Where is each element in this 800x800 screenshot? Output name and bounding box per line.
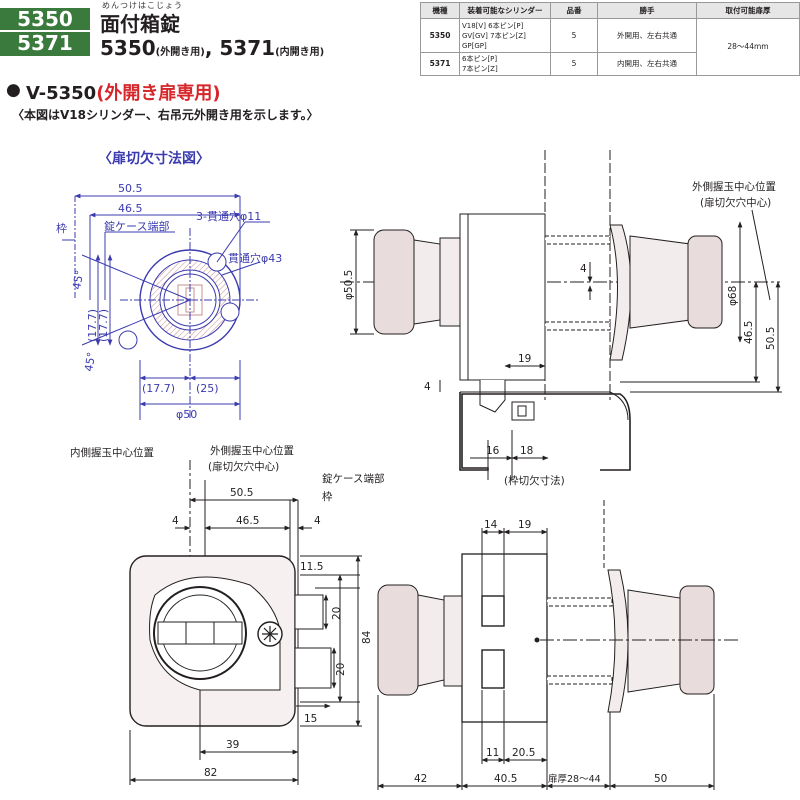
- cutout-title: 〈扉切欠寸法図〉: [98, 151, 210, 167]
- section-usage: (外開き扉専用): [96, 83, 221, 104]
- side-label-frame-cutout: (枠切欠寸法): [504, 474, 565, 487]
- profile-door-thickness: 扉厚28～44: [548, 773, 601, 785]
- profile-dim-42: 42: [414, 773, 427, 785]
- side-dim-16: 16: [486, 445, 500, 457]
- cutout-dim-50-5: 50.5: [118, 182, 143, 195]
- model-code-5350: 5350: [0, 8, 90, 30]
- side-dim-phi68: φ68: [727, 286, 739, 306]
- front-label-case-end: 錠ケース端部: [322, 472, 384, 485]
- table-row: 5371 6本ピン[P] 7本ピン[Z] 5 内開用、左右共通: [420, 52, 800, 76]
- spec-cell-hinban: 5: [550, 18, 598, 53]
- cutout-diagram: [62, 193, 270, 420]
- product-models: 5350(外開き用), 5371(内開き用): [100, 36, 324, 60]
- side-diagram: [340, 150, 782, 480]
- table-row: 5350 V18[V] 6本ピン[P] GV[GV] 7本ピン[Z] GP[GP…: [420, 18, 800, 76]
- model-a-note: (外開き用): [155, 47, 205, 58]
- cutout-dim-17-7-inner: (17.7): [97, 309, 110, 342]
- profile-dim-50: 50: [654, 773, 667, 785]
- front-dim-15: 15: [304, 713, 317, 725]
- side-label-cutout-hole-center: (扉切欠穴中心): [700, 196, 771, 209]
- front-dim-4-right: 4: [314, 515, 321, 527]
- spec-col-hand: 勝手: [597, 2, 697, 19]
- model-a: 5350: [100, 36, 156, 60]
- front-diagram: [129, 460, 362, 785]
- spec-cell-model: 5371: [420, 52, 460, 76]
- model-separator: ,: [204, 36, 213, 60]
- side-dim-4: 4: [580, 263, 587, 275]
- side-dim-phi50-5: φ50.5: [343, 270, 355, 300]
- front-dim-50-5: 50.5: [230, 487, 253, 499]
- cutout-label-hole-11: 3-貫通穴φ11: [196, 209, 261, 223]
- product-name: 面付箱錠: [100, 12, 180, 36]
- section-note: 〈本図はV18シリンダー、右吊元外開き用を示します。〉: [12, 108, 319, 122]
- spec-cell-model: 5350: [420, 18, 460, 53]
- front-label-outer-knob-center: 外側握玉中心位置: [210, 444, 294, 457]
- section-bullet: ●: [6, 80, 21, 100]
- cutout-label-waku: 枠: [56, 221, 67, 235]
- front-dim-4-left: 4: [172, 515, 179, 527]
- side-dim-50-5: 50.5: [765, 327, 777, 350]
- spec-cell-hinban: 5: [550, 52, 598, 76]
- profile-diagram: [377, 500, 740, 790]
- front-label-waku: 枠: [322, 490, 333, 503]
- profile-dim-19: 19: [518, 519, 531, 531]
- front-dim-20-bottom: 20: [335, 663, 347, 676]
- model-code-5371: 5371: [0, 32, 90, 56]
- cutout-label-hole-43: 貫通穴φ43: [228, 251, 282, 265]
- cutout-dim-46-5: 46.5: [118, 202, 143, 215]
- profile-dim-11: 11: [486, 747, 499, 759]
- side-dim-4-bottom: 4: [424, 381, 431, 393]
- side-dim-18: 18: [520, 445, 533, 457]
- cutout-label-case-end: 錠ケース端部: [104, 219, 169, 233]
- front-dim-39: 39: [226, 739, 239, 751]
- product-ruby: めんつけはこじょう: [102, 1, 183, 10]
- cutout-dim-17-7-outer: (17.7): [86, 309, 99, 342]
- spec-col-model: 機種: [420, 2, 460, 19]
- spec-table: 機種 装着可能なシリンダー 品番 勝手 取付可能扉厚 5350 V18[V] 6…: [420, 2, 800, 76]
- front-dim-20-top: 20: [331, 607, 343, 620]
- front-dim-82: 82: [204, 767, 217, 779]
- cutout-dim-17-7-bottom: (17.7): [142, 382, 175, 395]
- front-dim-11-5: 11.5: [300, 561, 323, 573]
- profile-dim-40-5: 40.5: [494, 773, 517, 785]
- model-b: 5371: [219, 36, 276, 60]
- cutout-angle-bottom: 45°: [82, 351, 98, 372]
- model-b-note: (内開き用): [275, 47, 325, 58]
- section-model: V-5350: [26, 83, 97, 104]
- front-dim-84: 84: [361, 630, 373, 644]
- front-label-cutout-hole-center: (扉切欠穴中心): [208, 460, 279, 473]
- side-dim-46-5: 46.5: [743, 321, 755, 344]
- front-dim-46-5: 46.5: [236, 515, 259, 527]
- cutout-angle-top: 45°: [70, 269, 86, 290]
- spec-cell-thickness: 28～44mm: [696, 18, 800, 76]
- cutout-dim-25: (25): [196, 382, 219, 395]
- side-dim-19: 19: [518, 353, 531, 365]
- spec-cell-cylinders: V18[V] 6本ピン[P] GV[GV] 7本ピン[Z] GP[GP]: [459, 18, 551, 53]
- section-title: V-5350(外開き扉専用): [26, 79, 221, 105]
- side-label-outer-knob-center: 外側握玉中心位置: [692, 180, 776, 193]
- profile-dim-20-5: 20.5: [512, 747, 535, 759]
- spec-cell-cylinders: 6本ピン[P] 7本ピン[Z]: [459, 52, 551, 76]
- front-label-inner-knob-center: 内側握玉中心位置: [70, 446, 154, 459]
- profile-dim-14: 14: [484, 519, 498, 531]
- cutout-dim-phi50: φ50: [176, 408, 197, 421]
- spec-cell-hand: 内開用、左右共通: [597, 52, 697, 76]
- spec-col-cylinder: 装着可能なシリンダー: [459, 2, 551, 19]
